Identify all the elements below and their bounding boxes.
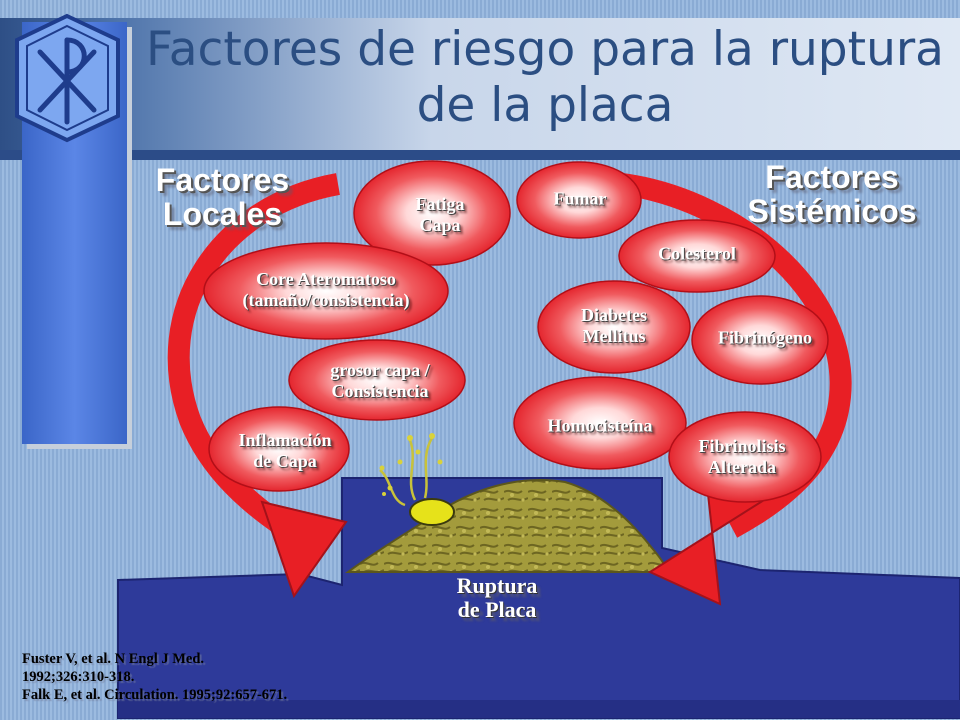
label-fumar: Fumar bbox=[553, 188, 607, 209]
rupture-label: Ruptura de Placa bbox=[456, 573, 538, 622]
label-grosor-capa: grosor capa / Consistencia bbox=[330, 360, 430, 401]
oval-fumar bbox=[516, 161, 642, 239]
label-core-ateromatoso: Core Ateromatoso (tamaño/consistencia) bbox=[242, 269, 410, 310]
oval-core-ateromatoso bbox=[203, 242, 449, 340]
reference-line-3: Falk E, et al. Circulation. 1995;92:657-… bbox=[22, 687, 288, 703]
reference-line-2: 1992;326:310-318. bbox=[22, 669, 135, 685]
label-diabetes-mellitus: Diabetes Mellitus bbox=[581, 305, 647, 346]
slide-title: Factores de riesgo para la ruptura de la… bbox=[146, 22, 944, 133]
oval-fibrinogeno bbox=[691, 295, 829, 385]
references: Fuster V, et al. N Engl J Med. 1992;326:… bbox=[22, 650, 622, 704]
systemic-factors-heading: Factores Sistémicos bbox=[747, 159, 917, 229]
oval-fatiga-capa bbox=[353, 160, 511, 266]
label-fibrinolisis-alterada: Fibrinolisis Alterada bbox=[698, 436, 786, 477]
label-fatiga-capa: Fatiga Capa bbox=[415, 194, 465, 235]
oval-fibrinolisis-alterada bbox=[668, 411, 822, 503]
label-homocisteina: Homocisteína bbox=[547, 415, 653, 436]
vessel-lumen-shadow bbox=[118, 700, 960, 718]
local-arrow bbox=[167, 173, 348, 599]
label-fibrinogeno: Fibrinógeno bbox=[717, 327, 813, 348]
oval-homocisteina bbox=[513, 376, 687, 470]
label-inflamacion-capa: Inflamación de Capa bbox=[238, 430, 332, 471]
oval-grosor-capa bbox=[288, 339, 466, 421]
plaque-mound bbox=[344, 479, 667, 573]
local-factors-heading: Factores Locales bbox=[155, 162, 290, 232]
rupture-debris bbox=[379, 433, 455, 526]
chi-rho-logo-icon bbox=[15, 13, 120, 143]
oval-diabetes-mellitus bbox=[537, 280, 691, 374]
header-band bbox=[0, 18, 960, 150]
label-colesterol: Colesterol bbox=[658, 243, 736, 264]
reference-line-1: Fuster V, et al. N Engl J Med. bbox=[22, 651, 205, 667]
oval-colesterol bbox=[618, 219, 776, 293]
header-strip bbox=[0, 150, 960, 160]
oval-inflamacion-capa bbox=[208, 406, 350, 492]
